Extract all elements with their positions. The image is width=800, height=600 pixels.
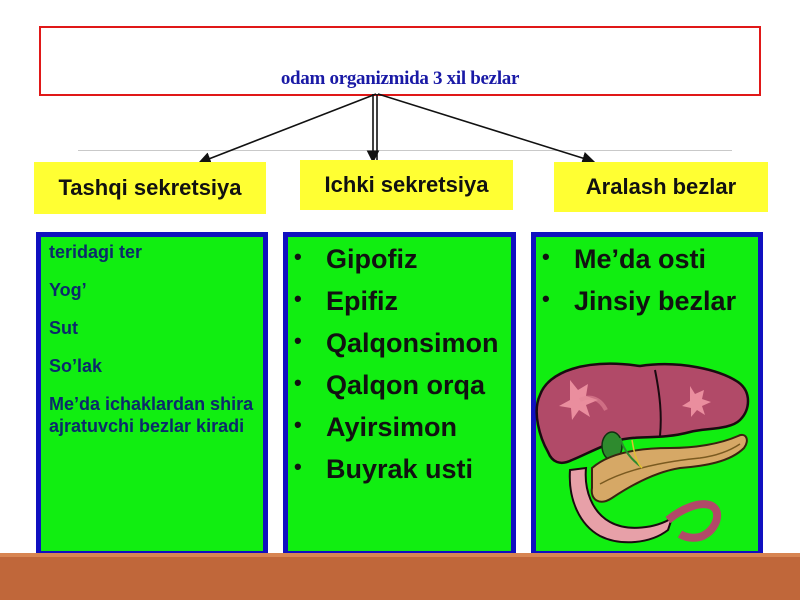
list-item: •Ayirsimon	[290, 411, 510, 443]
list-item: teridagi ter	[49, 242, 143, 262]
label-ichki-sekretsiya: Ichki sekretsiya	[300, 160, 513, 210]
list-item: Sut	[49, 318, 78, 338]
ichki-list: •Gipofiz •Epifiz •Qalqonsimon •Qalqon or…	[290, 243, 510, 495]
list-item: •Qalqonsimon	[290, 327, 510, 359]
tashqi-list: teridagi ter Yog’ Sut So’lak Me’da ichak…	[49, 241, 259, 453]
bullet-icon: •	[294, 370, 302, 395]
list-item: •Buyrak usti	[290, 453, 510, 485]
label-aralash-bezlar: Aralash bezlar	[554, 162, 768, 212]
label-tashqi-sekretsiya: Tashqi sekretsiya	[34, 162, 266, 214]
divider-line	[78, 150, 732, 151]
bullet-icon: •	[294, 412, 302, 437]
list-item: •Jinsiy bezlar	[538, 285, 758, 317]
panel-tashqi: teridagi ter Yog’ Sut So’lak Me’da ichak…	[36, 232, 268, 556]
bullet-icon: •	[294, 286, 302, 311]
bullet-icon: •	[294, 454, 302, 479]
list-item: So’lak	[49, 356, 103, 376]
list-item: •Me’da osti	[538, 243, 758, 275]
title-box: odam organizmida 3 xil bezlar	[39, 26, 761, 96]
footer-accent-line	[0, 553, 800, 557]
list-item: Yog’	[49, 280, 87, 300]
footer-bar	[0, 553, 800, 600]
bullet-icon: •	[542, 244, 550, 269]
diagram-title: odam organizmida 3 xil bezlar	[280, 68, 520, 89]
bullet-icon: •	[294, 244, 302, 269]
bullet-icon: •	[542, 286, 550, 311]
arrow-to-tashqi	[198, 93, 377, 165]
arrow-to-aralash	[377, 93, 596, 165]
bullet-icon: •	[294, 328, 302, 353]
aralash-list: •Me’da osti •Jinsiy bezlar	[538, 243, 758, 327]
list-item: •Epifiz	[290, 285, 510, 317]
list-item: •Gipofiz	[290, 243, 510, 275]
list-item: Me’da ichaklardan shira ajratuvchi bezla…	[49, 394, 254, 436]
panel-ichki: •Gipofiz •Epifiz •Qalqonsimon •Qalqon or…	[283, 232, 516, 556]
list-item: •Qalqon orqa	[290, 369, 510, 401]
